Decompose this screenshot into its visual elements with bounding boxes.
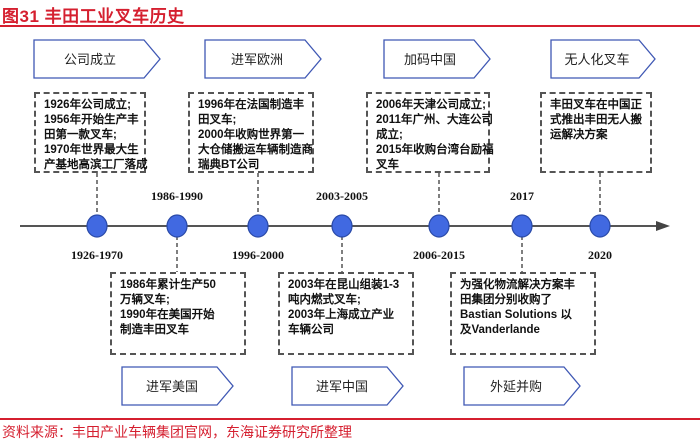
figure-source: 资料来源：丰田产业车辆集团官网，东海证券研究所整理 [2, 424, 352, 440]
timeline-node [166, 214, 188, 238]
phase-tag: 加码中国 [383, 39, 491, 79]
event-line: 大仓储搬运车辆制造商 [198, 144, 313, 156]
phase-tag: 外延并购 [463, 366, 581, 406]
timeline-node [86, 214, 108, 238]
phase-tag: 进军中国 [291, 366, 404, 406]
event-line: 1990年在美国开始 [120, 309, 215, 321]
event-line: 1996年在法国制造丰 [198, 99, 305, 111]
event-line: 2015年收购台湾台励福 [376, 144, 494, 156]
title-divider [0, 25, 700, 27]
phase-tag: 进军美国 [121, 366, 234, 406]
event-line: 2003年在昆山组装1-3 [288, 279, 400, 291]
event-line: 2000年收购世界第一 [198, 129, 305, 141]
event-line: 1986年累计生产50 [120, 279, 216, 291]
phase-tag: 进军欧洲 [204, 39, 322, 79]
event-line: 2006年天津公司成立; [376, 99, 486, 111]
phase-tag: 无人化叉车 [550, 39, 656, 79]
event-line: 2011年广州、大连公司 [376, 114, 493, 126]
event-box: 为强化物流解决方案丰田集团分别收购了 Bastian Solutions 以及Va… [450, 272, 596, 355]
period-label: 2003-2005 [316, 189, 368, 203]
period-label: 2006-2015 [413, 248, 465, 262]
period-label: 1996-2000 [232, 248, 284, 262]
period-label: 2020 [588, 248, 612, 262]
event-box: 1986年累计生产50 万辆叉车; 1990年在美国开始制造丰田叉车 [110, 272, 246, 355]
event-line: 丰田叉车在中国正 [550, 99, 642, 111]
timeline-node [247, 214, 269, 238]
event-line: 田第一款叉车; [44, 129, 117, 141]
period-label: 1926-1970 [71, 248, 123, 262]
timeline-node [428, 214, 450, 238]
source-divider [0, 418, 700, 420]
phase-tag-label: 无人化叉车 [564, 52, 629, 67]
phase-tag-label: 外延并购 [490, 379, 542, 394]
event-line: 为强化物流解决方案丰 [460, 279, 575, 291]
phase-tag-label: 进军中国 [316, 379, 368, 394]
phase-tag: 公司成立 [33, 39, 161, 79]
event-box: 丰田叉车在中国正式推出丰田无人搬运解决方案 [540, 92, 652, 173]
event-line: 吨内燃式叉车; [288, 294, 361, 306]
event-line: 车辆公司 [288, 324, 334, 336]
event-box: 1996年在法国制造丰田叉车; 2000年收购世界第一大仓储搬运车辆制造商瑞典BT… [188, 92, 314, 173]
event-line: 制造丰田叉车 [120, 324, 189, 336]
event-box: 2003年在昆山组装1-3 吨内燃式叉车; 2003年上海成立产业车辆公司 [278, 272, 414, 355]
event-line: 1970年世界最大生 [44, 144, 139, 156]
event-line: 田集团分别收购了 [460, 294, 552, 306]
event-box: 1926年公司成立; 1956年开始生产丰田第一款叉车; 1970年世界最大生产基地… [34, 92, 148, 173]
event-line: 田叉车; [198, 114, 237, 126]
event-line: 叉车 [376, 159, 399, 171]
event-line: 运解决方案 [550, 129, 608, 141]
period-label: 1986-1990 [151, 189, 203, 203]
phase-tag-label: 公司成立 [64, 52, 116, 67]
timeline-node [589, 214, 611, 238]
event-line: 2003年上海成立产业 [288, 309, 395, 321]
phase-tag-label: 加码中国 [404, 52, 456, 67]
event-line: Bastian Solutions 以 [460, 309, 572, 321]
phase-tag-label: 进军美国 [146, 379, 198, 394]
period-label: 2017 [510, 189, 534, 203]
event-line: 万辆叉车; [120, 294, 170, 306]
event-line: 瑞典BT公司 [198, 159, 260, 171]
event-line: 1926年公司成立; [44, 99, 131, 111]
axis-arrow-icon [656, 221, 670, 231]
event-box: 2006年天津公司成立; 2011年广州、大连公司成立; 2015年收购台湾台励福叉… [366, 92, 494, 173]
event-line: 及Vanderlande [460, 324, 540, 336]
timeline-node [331, 214, 353, 238]
event-line: 式推出丰田无人搬 [550, 114, 642, 126]
figure-title: 图31 丰田工业叉车历史 [2, 7, 185, 26]
timeline-node [511, 214, 533, 238]
event-line: 成立; [376, 129, 403, 141]
event-line: 1956年开始生产丰 [44, 114, 139, 126]
event-line: 产基地高滨工厂落成 [44, 159, 148, 171]
phase-tag-label: 进军欧洲 [231, 52, 283, 67]
